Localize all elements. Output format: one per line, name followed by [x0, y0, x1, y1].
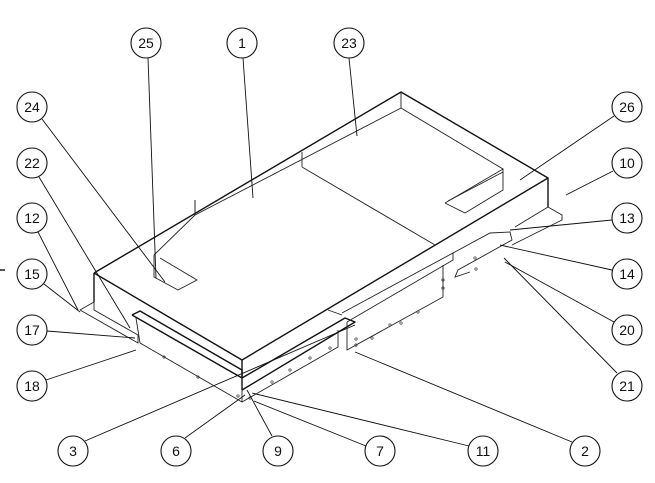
svg-text:3: 3	[69, 443, 77, 459]
balloon-10: 10	[611, 147, 643, 179]
right-end-skirt	[452, 231, 513, 278]
cutout-right	[444, 168, 504, 214]
svg-text:13: 13	[619, 210, 635, 226]
balloon-2: 2	[569, 435, 601, 467]
inner-back-wall	[153, 92, 402, 256]
balloon-1: 1	[226, 27, 258, 59]
svg-text:18: 18	[24, 378, 40, 394]
front-skirt-left	[131, 310, 243, 379]
balloon-14: 14	[611, 258, 643, 290]
svg-text:14: 14	[619, 266, 635, 282]
divider-3	[327, 309, 343, 316]
balloon-21: 21	[611, 370, 643, 402]
cutout-right-lip	[447, 171, 504, 202]
balloon-20: 20	[611, 314, 643, 346]
svg-text:11: 11	[476, 443, 491, 459]
balloon-22: 22	[16, 147, 48, 179]
right-ledge	[511, 206, 563, 246]
svg-text:21: 21	[619, 378, 635, 394]
svg-text:9: 9	[274, 443, 282, 459]
svg-text:23: 23	[341, 35, 357, 51]
balloon-11: 11	[467, 435, 499, 467]
svg-text:26: 26	[619, 99, 635, 115]
balloon-15: 15	[16, 258, 48, 290]
balloon-17: 17	[16, 314, 48, 346]
balloon-24: 24	[16, 91, 48, 123]
box-top-outline	[93, 91, 549, 361]
bolt-holes	[162, 256, 478, 400]
balloon-23: 23	[333, 27, 365, 59]
front-skirt-left-side	[135, 317, 141, 344]
balloon-12: 12	[16, 202, 48, 234]
svg-text:2: 2	[581, 443, 589, 459]
divider-2	[301, 166, 436, 246]
svg-text:25: 25	[138, 35, 154, 51]
svg-text:1: 1	[238, 35, 246, 51]
balloon-9: 9	[262, 435, 294, 467]
right-skirt	[341, 252, 454, 323]
right-ledge-b	[514, 206, 549, 228]
svg-text:22: 22	[24, 155, 40, 171]
svg-text:20: 20	[619, 322, 635, 338]
svg-text:15: 15	[24, 266, 40, 282]
svg-text:24: 24	[24, 99, 40, 115]
balloon-6: 6	[160, 435, 192, 467]
balloon-18: 18	[16, 370, 48, 402]
front-skirt-right	[241, 317, 356, 391]
left-ledge	[79, 301, 139, 344]
svg-text:10: 10	[619, 155, 635, 171]
balloon-25: 25	[130, 27, 162, 59]
balloon-26: 26	[611, 91, 643, 123]
right-skirt-lower	[346, 265, 444, 351]
svg-text:6: 6	[172, 443, 180, 459]
leader-lines	[37, 57, 618, 447]
svg-text:12: 12	[24, 210, 40, 226]
front-skirt-right-lower	[241, 330, 339, 403]
balloon-7: 7	[364, 435, 396, 467]
cutout-left	[153, 255, 198, 291]
assembly-body	[0, 91, 563, 403]
svg-text:17: 17	[24, 322, 40, 338]
balloon-13: 13	[611, 202, 643, 234]
svg-text:7: 7	[376, 443, 384, 459]
front-skirt-left-lower	[139, 342, 243, 403]
inner-right-wall	[400, 107, 504, 170]
balloon-3: 3	[57, 435, 89, 467]
